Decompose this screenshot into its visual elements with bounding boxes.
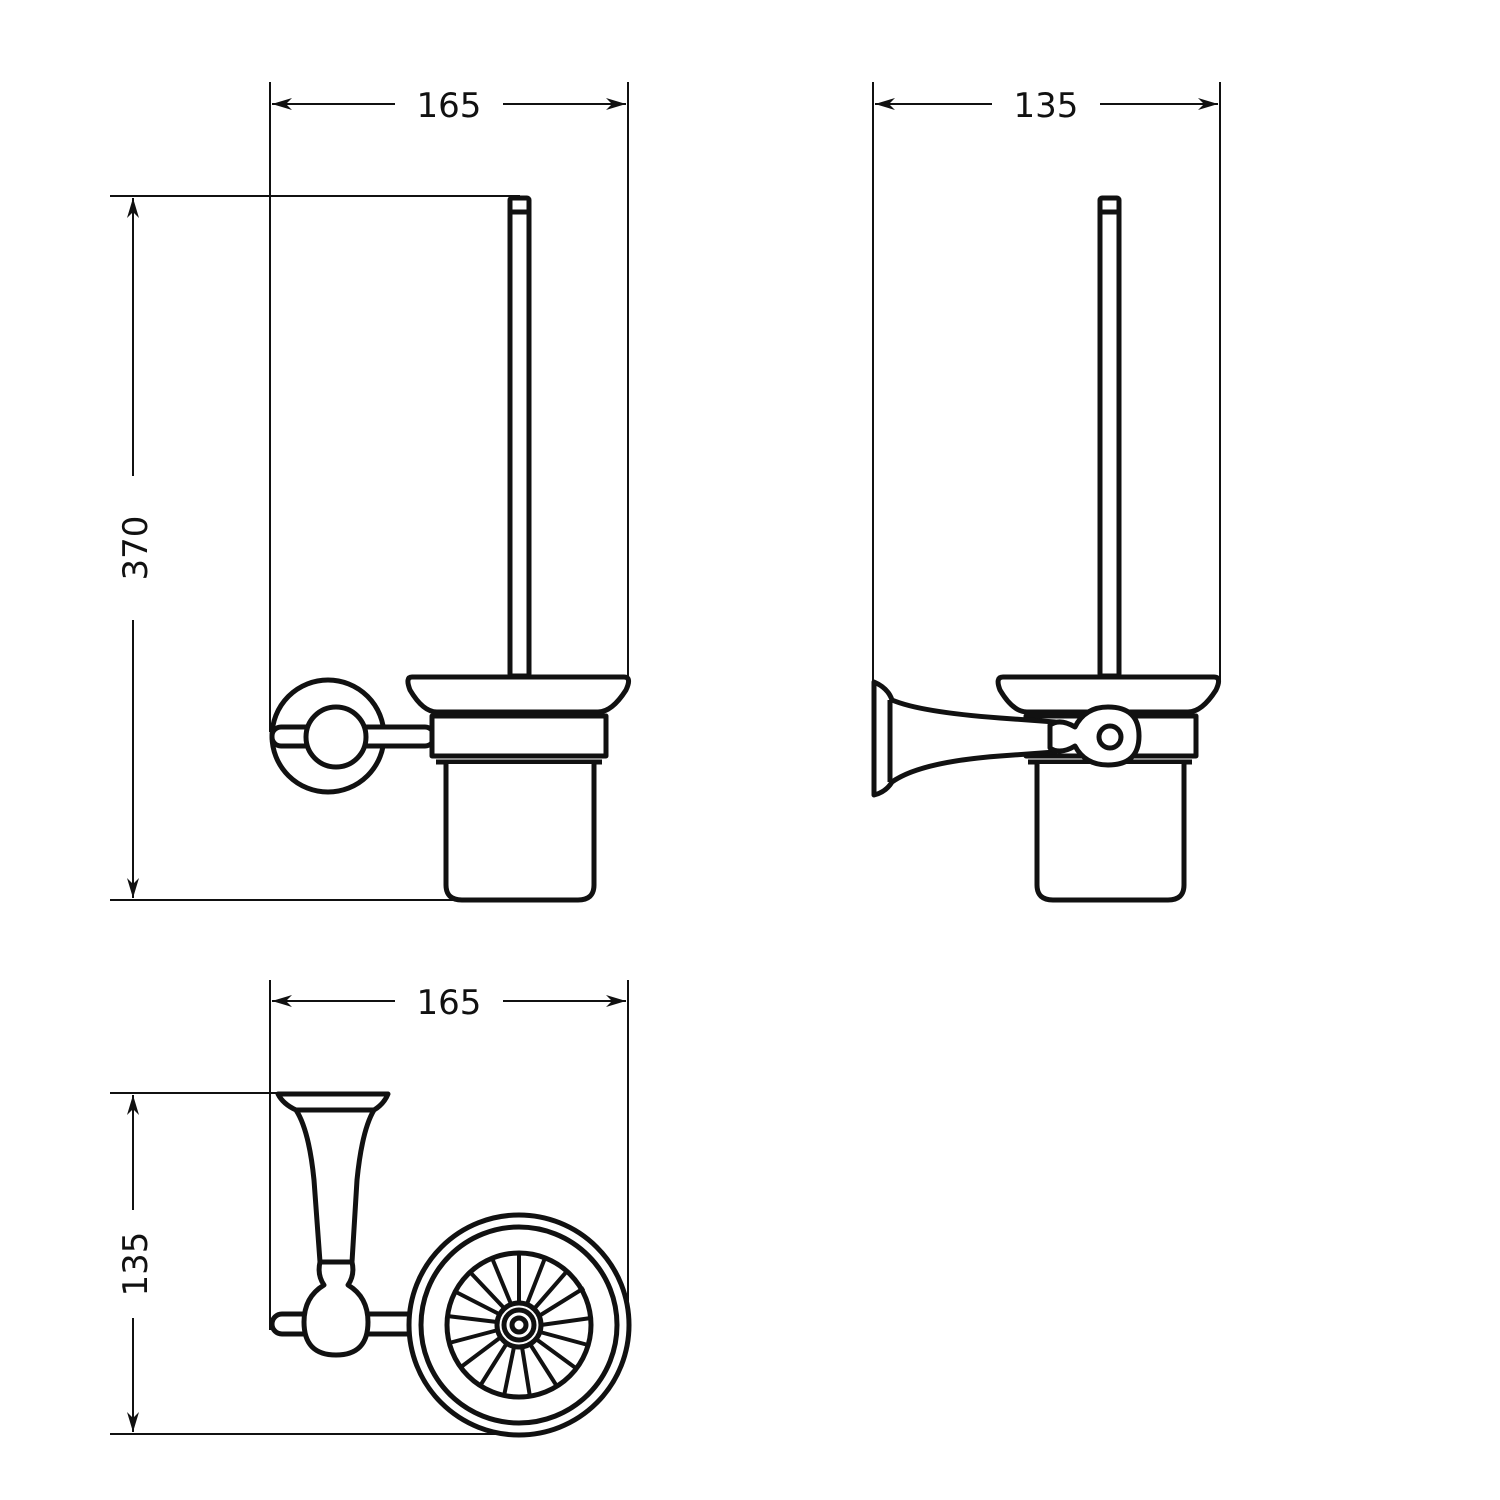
side-depth-dimension: 135 xyxy=(875,86,1218,126)
top-width-dimension: 165 xyxy=(272,983,626,1023)
clamp-knob-top xyxy=(301,1259,371,1358)
top-depth-label: 135 xyxy=(116,1232,156,1297)
glass-cup xyxy=(443,764,597,903)
wall-bracket-top xyxy=(275,1091,391,1265)
top-depth-dimension: 135 xyxy=(116,1095,156,1432)
front-height-label: 370 xyxy=(116,516,156,581)
side-view: 135 xyxy=(871,82,1222,903)
front-height-dimension: 370 xyxy=(116,198,156,898)
brush-handle xyxy=(507,195,532,679)
brush-bristles xyxy=(446,1253,592,1398)
top-width-label: 165 xyxy=(417,983,482,1023)
clamp-knob xyxy=(1047,704,1142,768)
side-depth-label: 135 xyxy=(1014,86,1079,126)
holder-ring xyxy=(429,713,609,759)
front-width-label: 165 xyxy=(417,86,482,126)
brush-handle-side xyxy=(1097,195,1122,679)
front-view: 165 370 xyxy=(110,82,632,903)
cup-lid xyxy=(405,674,632,715)
front-width-dimension: 165 xyxy=(272,86,626,126)
top-view: 165 135 xyxy=(110,980,632,1438)
